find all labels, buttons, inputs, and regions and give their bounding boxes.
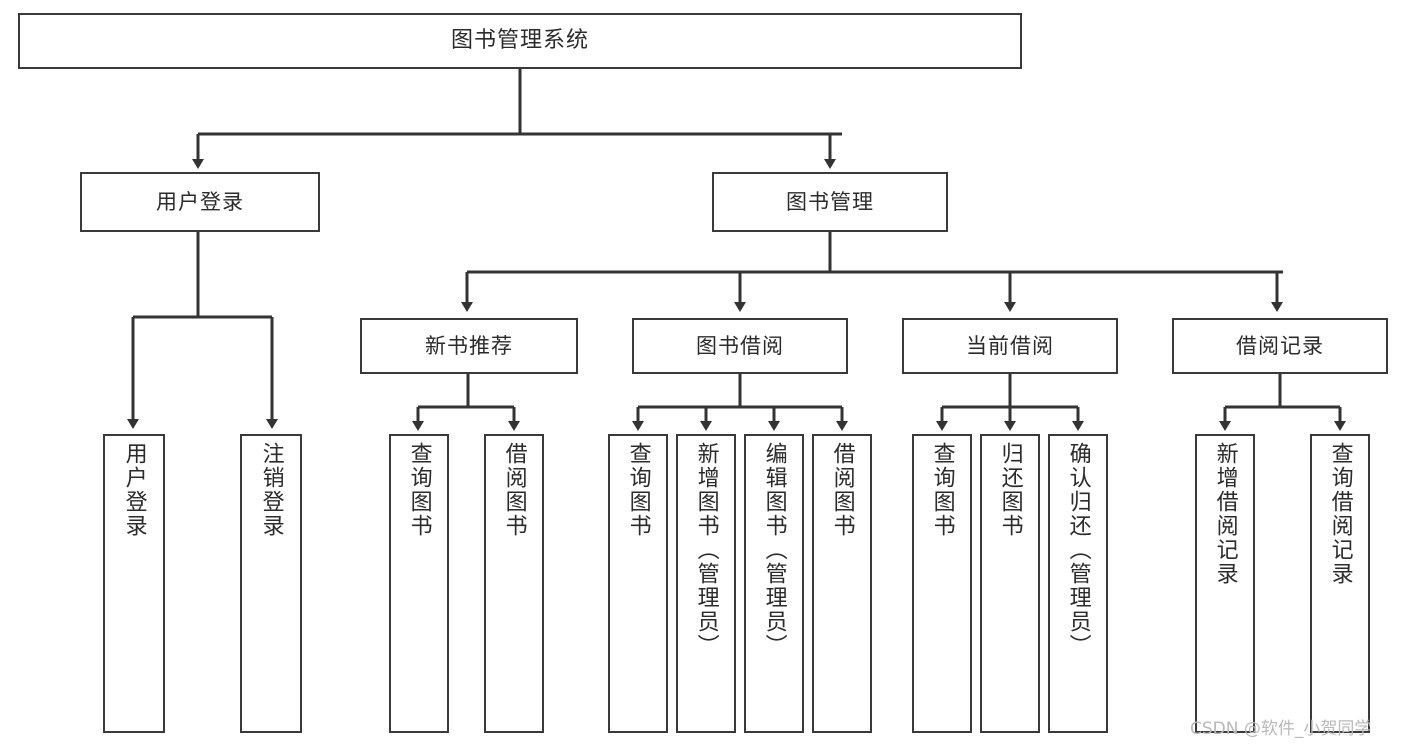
node-label: 图书管理 <box>786 189 874 214</box>
leaf-query-borrow-record[interactable]: 查询借阅记录 <box>1310 434 1370 733</box>
node-label: 借阅记录 <box>1236 333 1324 358</box>
leaf-edit-book-admin[interactable]: 编辑图书（管理员） <box>744 434 804 733</box>
leaf-logout[interactable]: 注销登录 <box>240 434 302 733</box>
leaf-return-book[interactable]: 归还图书 <box>980 434 1040 733</box>
leaf-query-book-current[interactable]: 查询图书 <box>912 434 972 733</box>
node-book-borrow[interactable]: 图书借阅 <box>632 318 848 374</box>
node-borrow-record[interactable]: 借阅记录 <box>1172 318 1388 374</box>
node-label: 注销登录 <box>258 442 284 538</box>
node-label: 新书推荐 <box>425 333 513 358</box>
leaf-user-login[interactable]: 用户登录 <box>103 434 165 733</box>
node-user-login[interactable]: 用户登录 <box>80 172 320 232</box>
watermark: CSDN @软件_小贺同学 <box>1190 719 1372 739</box>
node-label: 查询图书 <box>625 442 651 538</box>
node-book-management[interactable]: 图书管理 <box>712 172 948 232</box>
node-new-book-recommend[interactable]: 新书推荐 <box>360 318 578 374</box>
node-label: 归还图书 <box>997 442 1023 538</box>
node-label: 图书管理系统 <box>450 28 589 54</box>
leaf-borrow-book[interactable]: 借阅图书 <box>812 434 872 733</box>
node-label: 查询借阅记录 <box>1327 442 1353 586</box>
node-label: 确认归还（管理员） <box>1065 442 1091 658</box>
leaf-query-book-recommend[interactable]: 查询图书 <box>389 434 449 733</box>
node-root-book-management-system[interactable]: 图书管理系统 <box>18 13 1022 69</box>
node-label: 新增图书（管理员） <box>693 442 719 658</box>
node-label: 用户登录 <box>121 442 147 538</box>
node-label: 编辑图书（管理员） <box>761 442 787 658</box>
leaf-add-borrow-record[interactable]: 新增借阅记录 <box>1195 434 1255 733</box>
node-label: 当前借阅 <box>966 333 1054 358</box>
node-label: 用户登录 <box>156 189 244 214</box>
leaf-query-book-borrow[interactable]: 查询图书 <box>608 434 668 733</box>
node-label: 新增借阅记录 <box>1212 442 1238 586</box>
node-label: 查询图书 <box>406 442 432 538</box>
node-label: 借阅图书 <box>829 442 855 538</box>
leaf-confirm-return-admin[interactable]: 确认归还（管理员） <box>1048 434 1108 733</box>
node-label: 借阅图书 <box>501 442 527 538</box>
node-current-borrow[interactable]: 当前借阅 <box>902 318 1118 374</box>
node-label: 查询图书 <box>929 442 955 538</box>
leaf-add-book-admin[interactable]: 新增图书（管理员） <box>676 434 736 733</box>
leaf-borrow-book-recommend[interactable]: 借阅图书 <box>484 434 544 733</box>
node-label: 图书借阅 <box>696 333 784 358</box>
